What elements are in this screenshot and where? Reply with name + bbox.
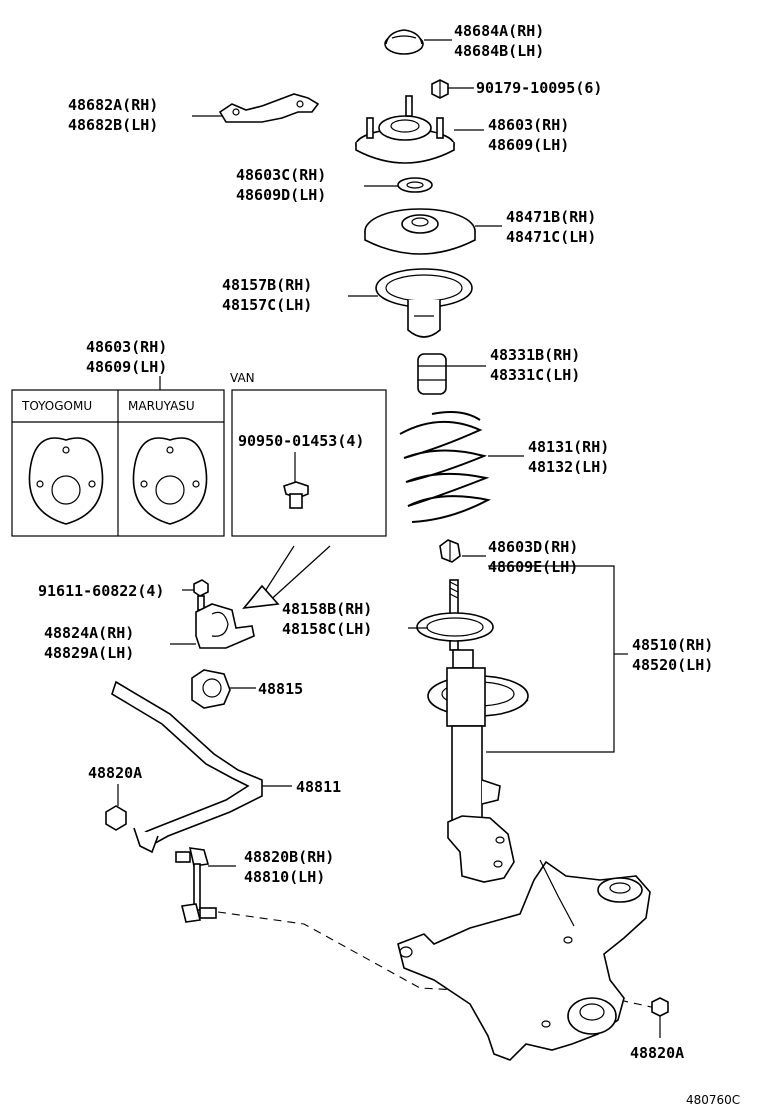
label-48829a: 48829A(LH) [44, 644, 134, 662]
label-48609e: 48609E(LH) [488, 558, 578, 576]
label-48132: 48132(LH) [528, 458, 609, 476]
label-48609: 48609(LH) [488, 136, 569, 154]
label-maruyasu: MARUYASU [128, 399, 195, 413]
spring-insulator-part [364, 208, 476, 255]
label-48609d: 48609D(LH) [236, 186, 326, 204]
nut-part-90179 [431, 79, 449, 99]
label-90950: 90950-01453(4) [238, 432, 364, 450]
label-48603d: 48603D(RH) [488, 538, 578, 556]
nut-part-right [651, 997, 669, 1017]
dust-cap-part [384, 29, 424, 55]
bound-bumper-part [375, 268, 473, 338]
spacer-ring-part [397, 177, 433, 193]
label-48603c: 48603C(RH) [236, 166, 326, 184]
label-48131: 48131(RH) [528, 438, 609, 456]
label-48824a: 48824A(RH) [44, 624, 134, 642]
bump-stopper-part [417, 353, 447, 395]
connection-dashed-line [217, 911, 657, 1009]
label-48471b: 48471B(RH) [506, 208, 596, 226]
variant-table [11, 389, 225, 537]
stabilizer-link-part [175, 847, 217, 923]
stabilizer-bracket-part [195, 603, 255, 649]
label-toyogomu: TOYOGOMU [21, 399, 92, 413]
stabilizer-bar-part [111, 680, 263, 854]
label-van: VAN [230, 371, 255, 385]
van-box [231, 389, 387, 537]
steering-knuckle-part [397, 859, 651, 1061]
label-48471c: 48471C(LH) [506, 228, 596, 246]
label-48684a: 48684A(RH) [454, 22, 544, 40]
label-48510: 48510(RH) [632, 636, 713, 654]
label-48158c: 48158C(LH) [282, 620, 372, 638]
coil-spring-part [399, 411, 491, 523]
label-48331b: 48331B(RH) [490, 346, 580, 364]
bracket-plate-part [218, 93, 320, 123]
label-48820b: 48820B(RH) [244, 848, 334, 866]
label-48811: 48811 [296, 778, 341, 796]
label-48820a-left: 48820A [88, 764, 142, 782]
pointer-arrows [242, 545, 331, 610]
label-48684b: 48684B(LH) [454, 42, 544, 60]
label-48815: 48815 [258, 680, 303, 698]
label-48820a-right: 48820A [630, 1044, 684, 1062]
upper-support-part [355, 95, 455, 164]
label-48603-variant: 48603(RH) [86, 338, 167, 356]
label-91611: 91611-60822(4) [38, 582, 164, 600]
shock-absorber-part [416, 579, 529, 883]
label-48682b: 48682B(LH) [68, 116, 158, 134]
label-48158b: 48158B(RH) [282, 600, 372, 618]
label-48157b: 48157B(RH) [222, 276, 312, 294]
label-90179: 90179-10095(6) [476, 79, 602, 97]
label-48603: 48603(RH) [488, 116, 569, 134]
figure-id: 480760C [686, 1093, 740, 1107]
nut-part-left [105, 805, 127, 831]
label-48609-variant: 48609(LH) [86, 358, 167, 376]
strut-nut-part [439, 539, 461, 563]
label-48810: 48810(LH) [244, 868, 325, 886]
bracket-bolt-part [193, 579, 209, 611]
label-48682a: 48682A(RH) [68, 96, 158, 114]
label-48157c: 48157C(LH) [222, 296, 312, 314]
label-48331c: 48331C(LH) [490, 366, 580, 384]
stabilizer-bushing-part [191, 669, 231, 709]
label-48520: 48520(LH) [632, 656, 713, 674]
